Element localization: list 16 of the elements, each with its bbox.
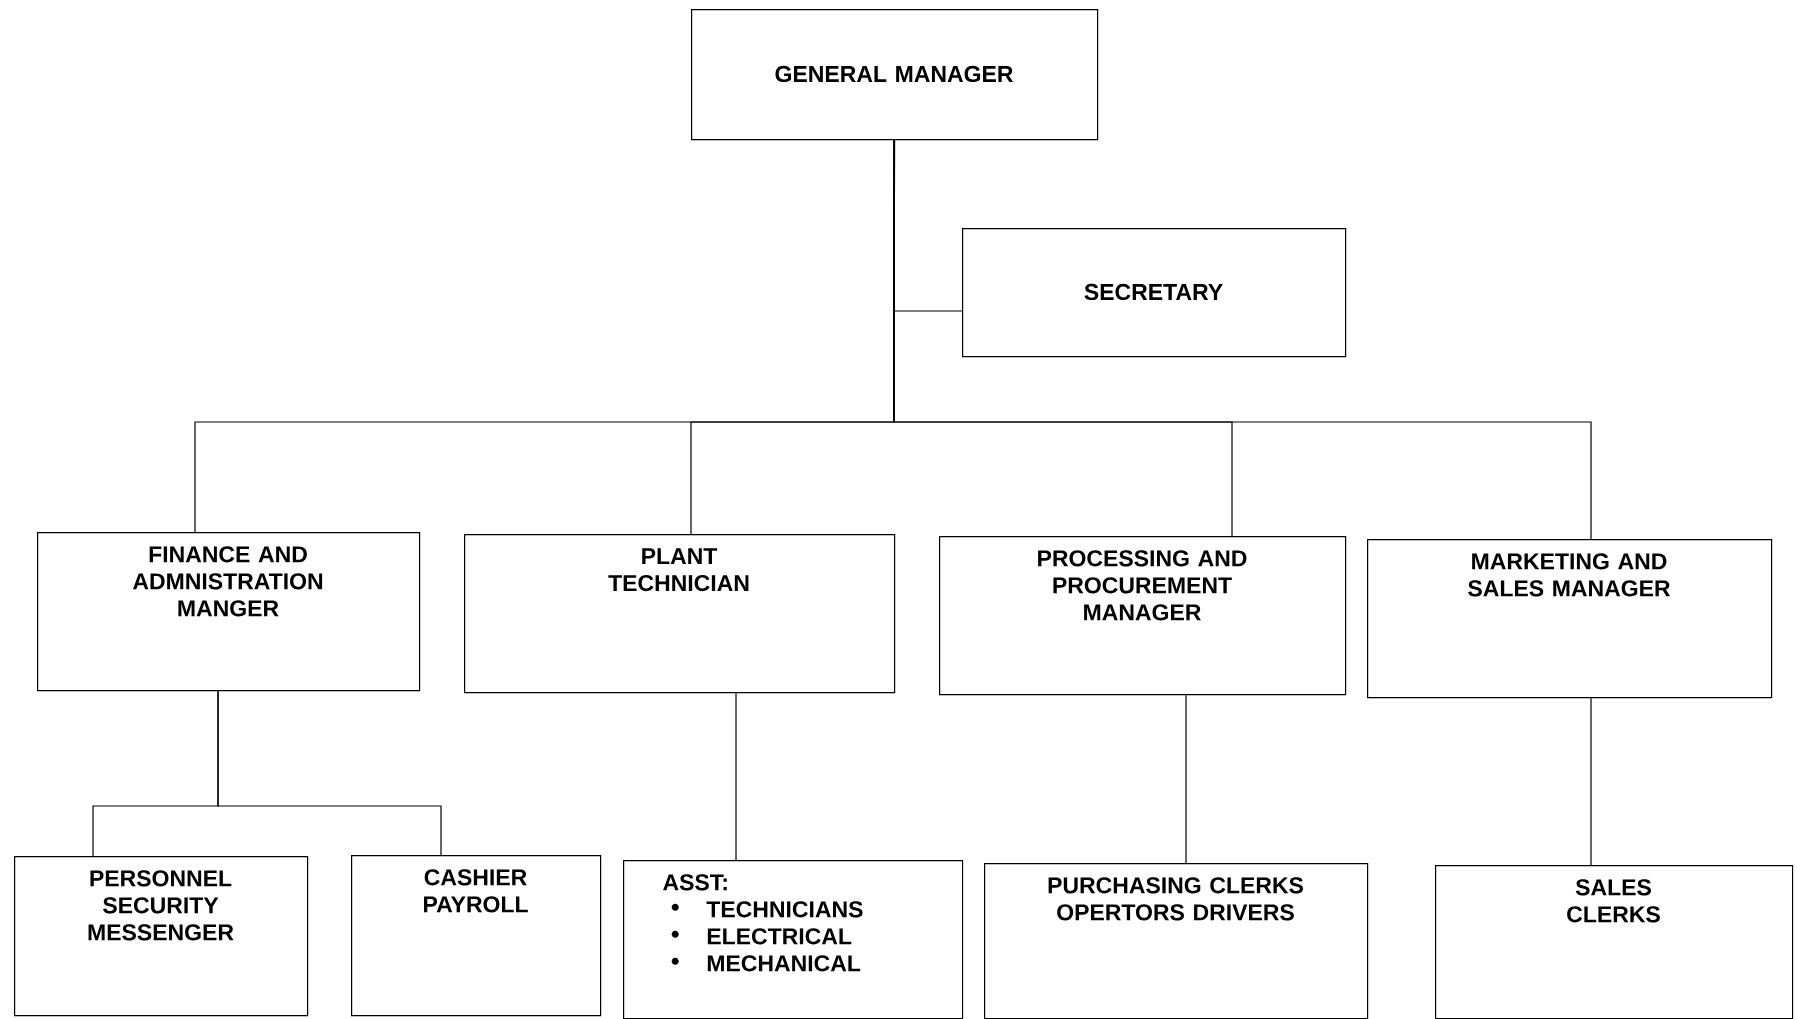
org-box: PERSONNEL SECURITY MESSENGER	[14, 856, 309, 1017]
org-box: PURCHASING CLERKS OPERTORS DRIVERS	[984, 863, 1369, 1019]
org-box: GENERAL MANAGER	[691, 9, 1099, 141]
org-box: FINANCE AND ADMNISTRATION MANGER	[37, 532, 421, 692]
connector-line	[1185, 694, 1187, 864]
connector-line	[217, 690, 442, 856]
org-box: ASST: TECHNICIANS ELECTRICAL MECHANICAL	[623, 860, 964, 1019]
org-box: SECRETARY	[962, 228, 1347, 358]
connector-line	[735, 692, 737, 861]
org-box: PROCESSING AND PROCUREMENT MANAGER	[939, 536, 1347, 696]
org-box: CASHIER PAYROLL	[351, 855, 602, 1017]
org-box: MARKETING AND SALES MANAGER	[1367, 539, 1773, 699]
org-box: SALES CLERKS	[1435, 865, 1794, 1019]
org-box: PLANT TECHNICIAN	[464, 534, 896, 694]
connector-line	[1590, 697, 1592, 866]
connector-line	[893, 139, 1592, 540]
